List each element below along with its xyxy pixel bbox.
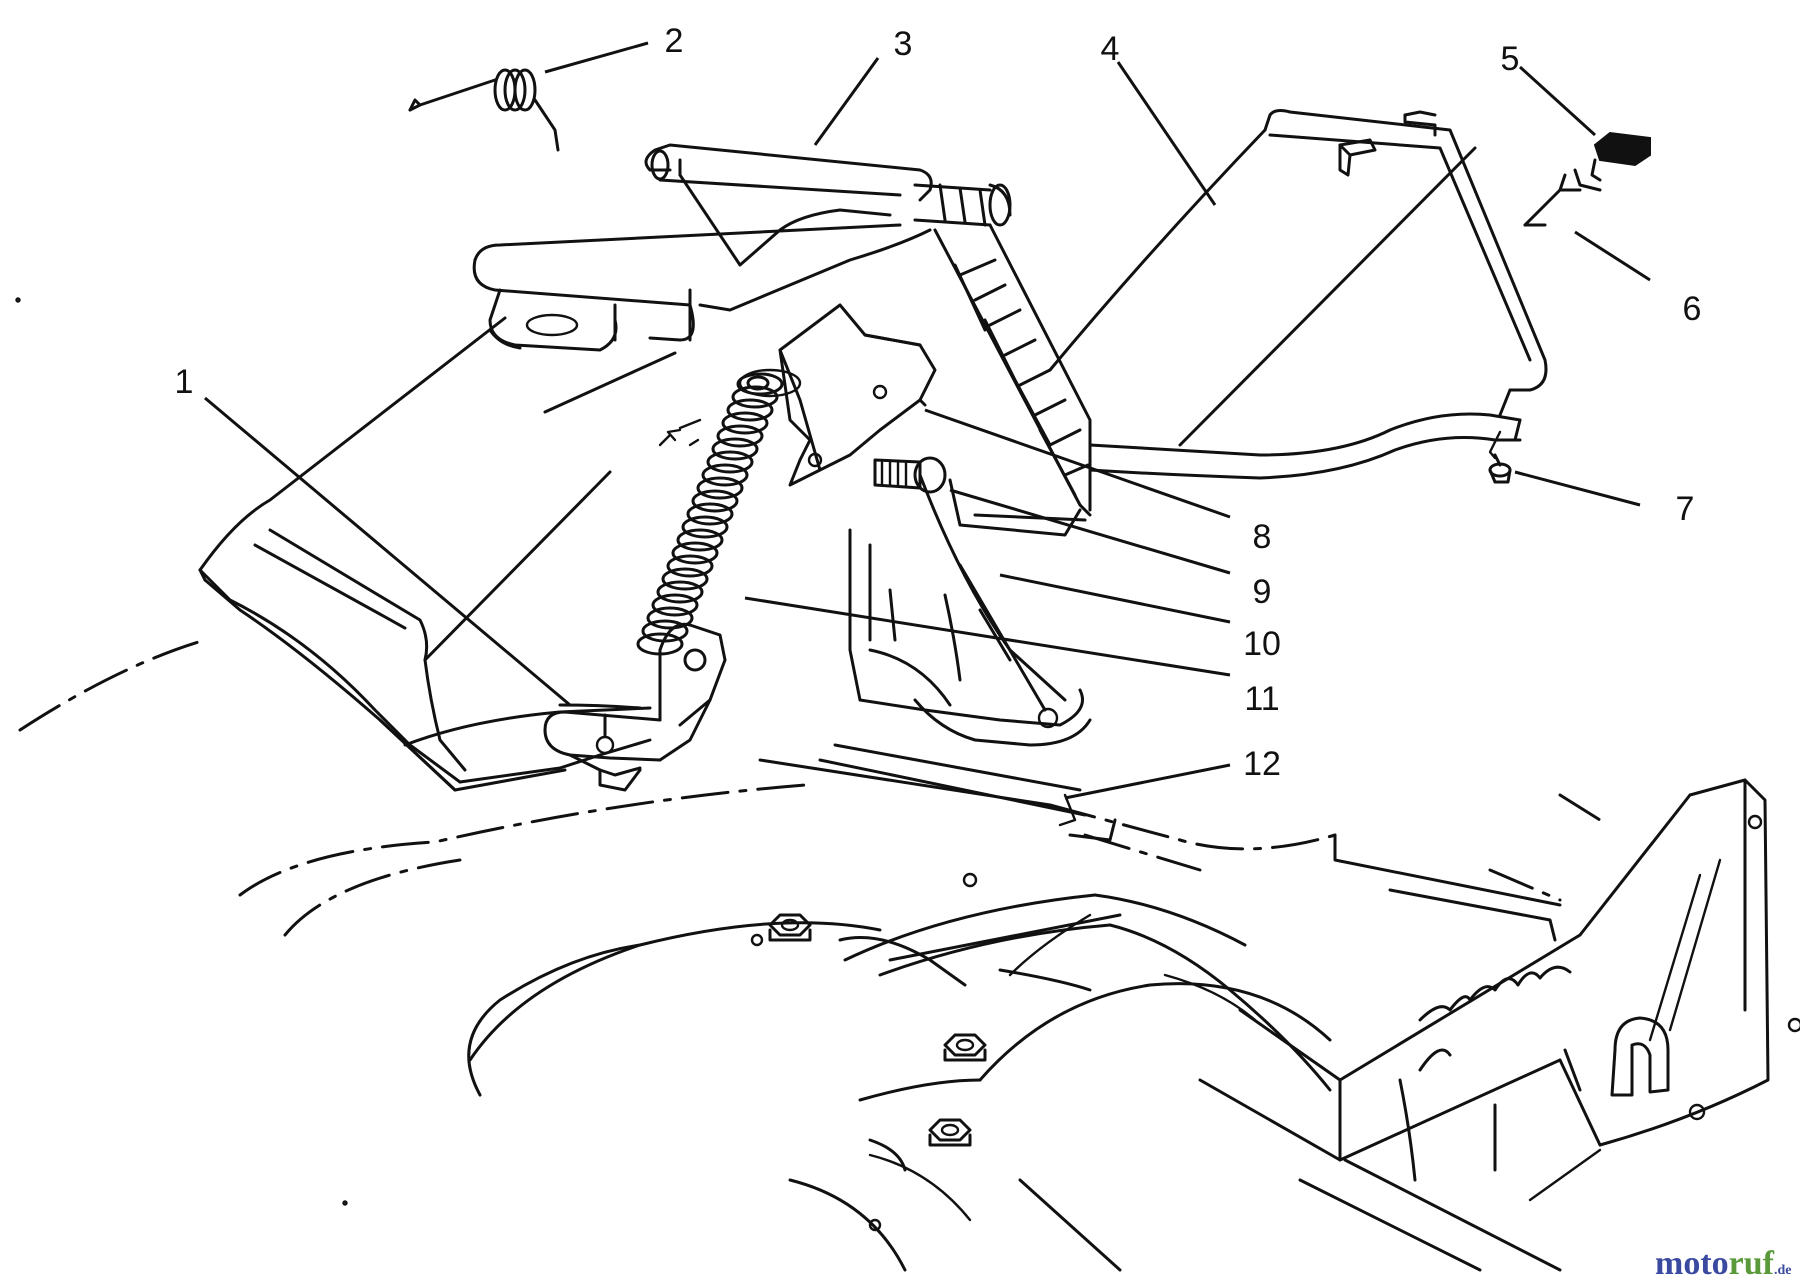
housing-outline [18, 638, 1800, 1272]
part-5-latch-knob [1590, 131, 1651, 182]
svg-text:motoruf.de: motoruf.de [1655, 1245, 1791, 1282]
leader-11 [744, 596, 1231, 677]
leader-9 [949, 488, 1231, 575]
leader-1 [204, 396, 571, 707]
part-8-bracket-plate [778, 303, 937, 487]
leader-2 [544, 41, 649, 74]
watermark-ruf: ruf [1729, 1245, 1775, 1282]
callout-labels: 1 2 3 4 5 6 7 8 9 10 11 12 [175, 22, 1702, 783]
callout-8: 8 [1253, 518, 1272, 556]
speck-2 [342, 1200, 348, 1206]
callout-2: 2 [665, 22, 684, 60]
leader-8 [924, 408, 1231, 519]
callout-4: 4 [1101, 30, 1120, 68]
callout-1: 1 [175, 363, 194, 401]
chute-left-body [198, 316, 702, 792]
part-9-shoulder-bolt [873, 456, 947, 494]
part-3-deflector-handle [472, 143, 1092, 517]
clip-mark [666, 428, 682, 442]
leader-10 [999, 573, 1231, 624]
callout-10: 10 [1243, 625, 1281, 663]
callout-5: 5 [1501, 40, 1520, 78]
watermark-logo: motoruf.de [1655, 1245, 1791, 1282]
part-4-chute-deflector [1048, 109, 1548, 480]
part-2-torsion-spring [408, 68, 560, 152]
speck [15, 297, 21, 303]
leader-12 [1064, 763, 1231, 800]
part-10-support-post [848, 473, 1092, 747]
leader-5 [1518, 65, 1597, 137]
part-1-anchor-bracket [543, 622, 727, 792]
callout-3: 3 [894, 25, 913, 63]
part-11-spring [636, 368, 802, 656]
callout-11: 11 [1244, 680, 1279, 718]
watermark-de: .de [1774, 1263, 1792, 1278]
leader-7 [1514, 470, 1641, 507]
part-6-latch-rod [1523, 168, 1602, 227]
part-7-bolt [1488, 453, 1512, 484]
callout-6: 6 [1683, 290, 1702, 328]
watermark-moto: moto [1655, 1245, 1729, 1282]
hex-nut-upper [768, 913, 812, 942]
hex-nut-middle [943, 1033, 987, 1062]
callout-9: 9 [1253, 573, 1272, 611]
callout-12: 12 [1243, 745, 1281, 783]
leader-lines [204, 41, 1651, 800]
leader-6 [1574, 230, 1651, 282]
callout-7: 7 [1676, 490, 1695, 528]
leader-3 [813, 57, 880, 146]
hex-nut-lower [928, 1118, 972, 1147]
leader-4 [1116, 61, 1217, 206]
clip-mark-2 [688, 438, 700, 447]
